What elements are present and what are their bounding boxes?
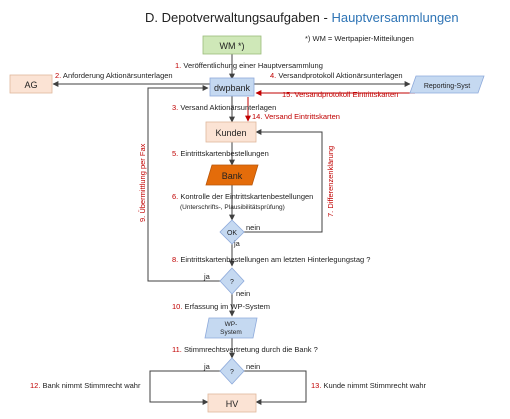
node-dwpbank-label: dwpbank [214,83,251,93]
step-14-label: 14. Versand Eintrittskarten [252,112,340,121]
d11-yes-label: ja [203,362,211,371]
edge-d11-yes-hv [149,370,220,405]
diagram-title: D. Depotverwaltungsaufgaben - Hauptversa… [145,10,459,25]
node-dwpbank[interactable]: dwpbank [209,77,255,97]
node-ag[interactable]: AG [9,74,53,94]
node-wp-system-line1: WP- [225,321,238,328]
edge-d8-fax-dwpbank [147,85,220,282]
step-8-label: 8. Eintrittskartenbestellungen am letzte… [172,255,370,264]
node-hv-label: HV [226,399,239,409]
red-connectors [245,90,415,122]
step-12-label: 12. Bank nimmt Stimmrecht wahr [30,381,141,390]
decision-8-label: ? [230,279,234,286]
node-wm[interactable]: WM *) [202,35,262,55]
step-5-label: 5. Eintrittskartenbestellungen [172,149,269,158]
node-bank[interactable]: Bank [205,164,259,186]
decision-8[interactable]: ? [219,267,245,295]
step-labels: 1. Veröffentlichung einer Hauptversammlu… [30,61,427,390]
node-reporting[interactable]: Reporting-Syst [409,75,485,94]
edge-labels: ja nein ja nein ja nein [203,223,260,371]
decision-11[interactable]: ? [219,357,245,385]
node-ag-label: AG [24,80,37,90]
red-step-labels: 15. Versandprotokoll Eintrittskarten 14.… [252,90,398,121]
step-1-label: 1. Veröffentlichung einer Hauptversammlu… [175,61,323,70]
connectors [52,54,411,405]
edge-d11-no-hv [244,370,307,405]
step-7-label: 7. Differenzenklärung [326,146,335,217]
node-kunden[interactable]: Kunden [205,121,257,143]
node-kunden-label: Kunden [215,128,246,138]
node-hv[interactable]: HV [207,393,257,413]
node-wp-system-line2: System [220,329,242,336]
decision-11-label: ? [230,369,234,376]
step-2-label: 2. Anforderung Aktionärsunterlagen [55,71,173,80]
d11-no-label: nein [246,362,260,371]
title-highlight: Hauptversammlungen [331,10,458,25]
step-4-label: 4. Versandprotokoll Aktionärsunterlagen [270,71,403,80]
ok-no-label: nein [246,223,260,232]
node-bank-label: Bank [222,171,243,181]
step-9-label: 9. Übermittlung per Fax [138,143,147,222]
decision-ok-label: OK [227,230,237,237]
node-wm-label: WM *) [220,41,245,51]
step-6-line2: (Unterschrifts-, Plausibilitätsprüfung) [180,204,285,211]
step-11-label: 11. Stimmrechtsvertretung durch die Bank… [172,345,318,354]
decision-ok[interactable]: OK [219,219,245,245]
step-3-label: 3. Versand Aktionärsunterlagen [172,103,276,112]
ok-yes-label: ja [233,239,241,248]
step-6-line1: 6. Kontrolle der Eintrittskartenbestellu… [172,192,313,201]
node-reporting-label: Reporting-Syst [424,83,470,90]
step-15-label: 15. Versandprotokoll Eintrittskarten [282,90,398,99]
d8-yes-label: ja [203,272,211,281]
edge-ok-no-kunden [244,129,323,233]
d8-no-label: nein [236,289,250,298]
node-wp-system[interactable]: WP- System [204,317,258,339]
step-10-label: 10. Erfassung im WP-System [172,302,270,311]
title-main: D. Depotverwaltungsaufgaben - [145,10,331,25]
step-13-label: 13. Kunde nimmt Stimmrecht wahr [311,381,427,390]
footnote: *) WM = Wertpapier-Mitteilungen [305,34,414,43]
